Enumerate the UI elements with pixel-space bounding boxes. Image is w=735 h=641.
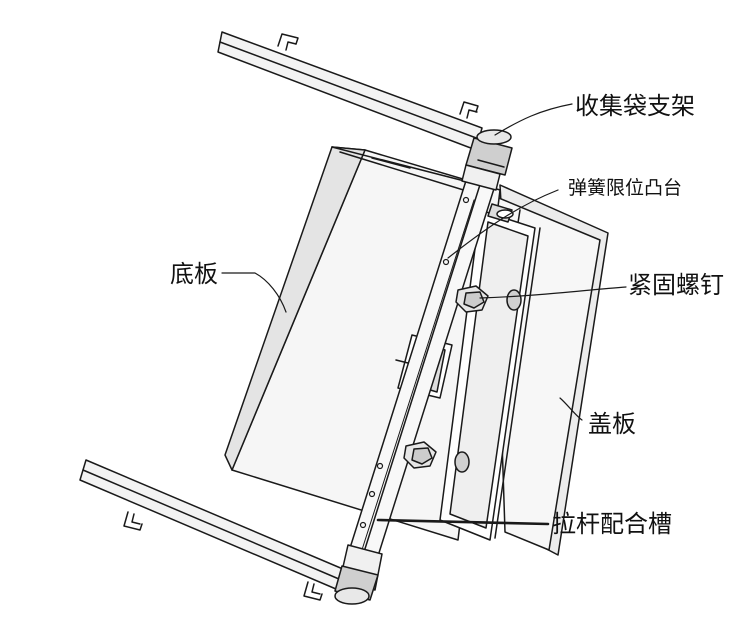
leader-rod-slot xyxy=(376,518,550,526)
rod-holes xyxy=(359,196,470,529)
label-cover-plate: 盖板 xyxy=(588,410,636,438)
leader-base-plate xyxy=(221,272,287,313)
fastening-screw-lower xyxy=(403,441,470,473)
leader-lines xyxy=(221,103,627,526)
leader-bag-bracket xyxy=(494,103,573,136)
leader-spring-stop xyxy=(447,189,559,259)
label-rod-slot: 拉杆配合槽 xyxy=(552,510,672,538)
labels: 收集袋支架 弹簧限位凸台 底板 紧固螺钉 盖板 拉杆配合槽 xyxy=(170,92,724,538)
label-fastening-screw: 紧固螺钉 xyxy=(628,271,724,299)
fastening-screw-upper xyxy=(455,285,522,313)
leader-screw xyxy=(479,286,627,299)
top-bag-bracket xyxy=(217,31,483,151)
label-spring-stop: 弹簧限位凸台 xyxy=(568,177,682,199)
label-base-plate: 底板 xyxy=(170,260,218,288)
label-bag-bracket: 收集袋支架 xyxy=(575,92,695,120)
bottom-end-cap xyxy=(334,544,383,605)
spring-stop-boss xyxy=(487,203,514,223)
base-plate xyxy=(224,146,501,541)
leader-cover-plate xyxy=(559,397,583,421)
top-end-cap xyxy=(461,129,513,191)
